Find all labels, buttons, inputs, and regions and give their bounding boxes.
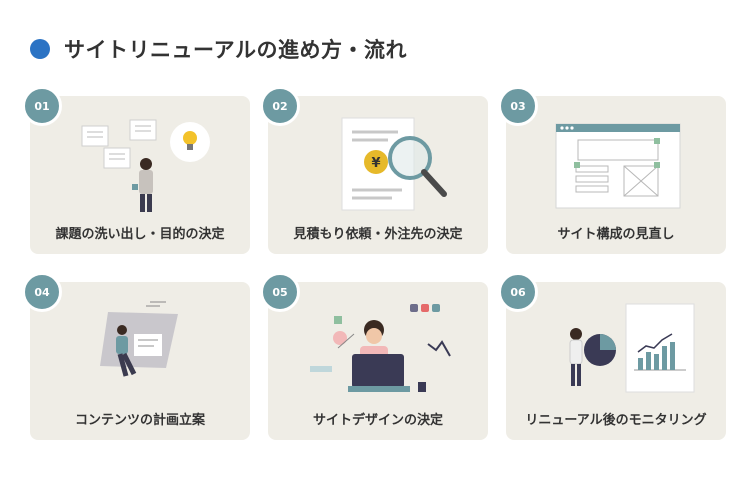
step-number-badge: 05: [260, 272, 300, 312]
step-label: サイト構成の見直し: [557, 227, 675, 242]
step-number-badge: 03: [498, 86, 538, 126]
step-label: サイトデザインの決定: [312, 413, 443, 428]
step-number-badge: 02: [260, 86, 300, 126]
step-card-5: 05 サイトデザインの決定: [260, 272, 488, 440]
step-card-4: 04 コンテンツの計画立案: [22, 272, 250, 440]
step-card-1: 01 課題の洗い出し・目的の決定: [22, 86, 250, 254]
step-label: リニューアル後のモニタリング: [525, 413, 707, 428]
step-card-2: 02 ¥ 見積もり依頼・外注先の決定: [260, 86, 488, 254]
step-card-3: 03 サイト構成の見直し: [498, 86, 726, 254]
step-number-badge: 04: [22, 272, 62, 312]
person-with-lightbulb-icon: [81, 119, 210, 212]
step-label: 課題の洗い出し・目的の決定: [55, 227, 225, 242]
svg-text:¥: ¥: [371, 156, 380, 171]
website-wireframe-icon: [555, 123, 681, 209]
designer-at-laptop-icon: [310, 304, 451, 392]
heading-dot-icon: [30, 39, 50, 59]
step-number-badge: 06: [498, 272, 538, 312]
step-label: 見積もり依頼・外注先の決定: [293, 227, 463, 242]
person-with-content-board-icon: [100, 301, 178, 377]
step-card-6: 06 リニューアル後のモニタリング: [498, 272, 726, 440]
page-heading: サイトリニューアルの進め方・流れ: [30, 34, 407, 64]
analytics-charts-icon: [569, 303, 695, 393]
yen-document-magnifier-icon: ¥: [341, 117, 447, 211]
step-number-badge: 01: [22, 86, 62, 126]
page-title: サイトリニューアルの進め方・流れ: [64, 38, 407, 62]
step-label: コンテンツの計画立案: [74, 413, 205, 428]
